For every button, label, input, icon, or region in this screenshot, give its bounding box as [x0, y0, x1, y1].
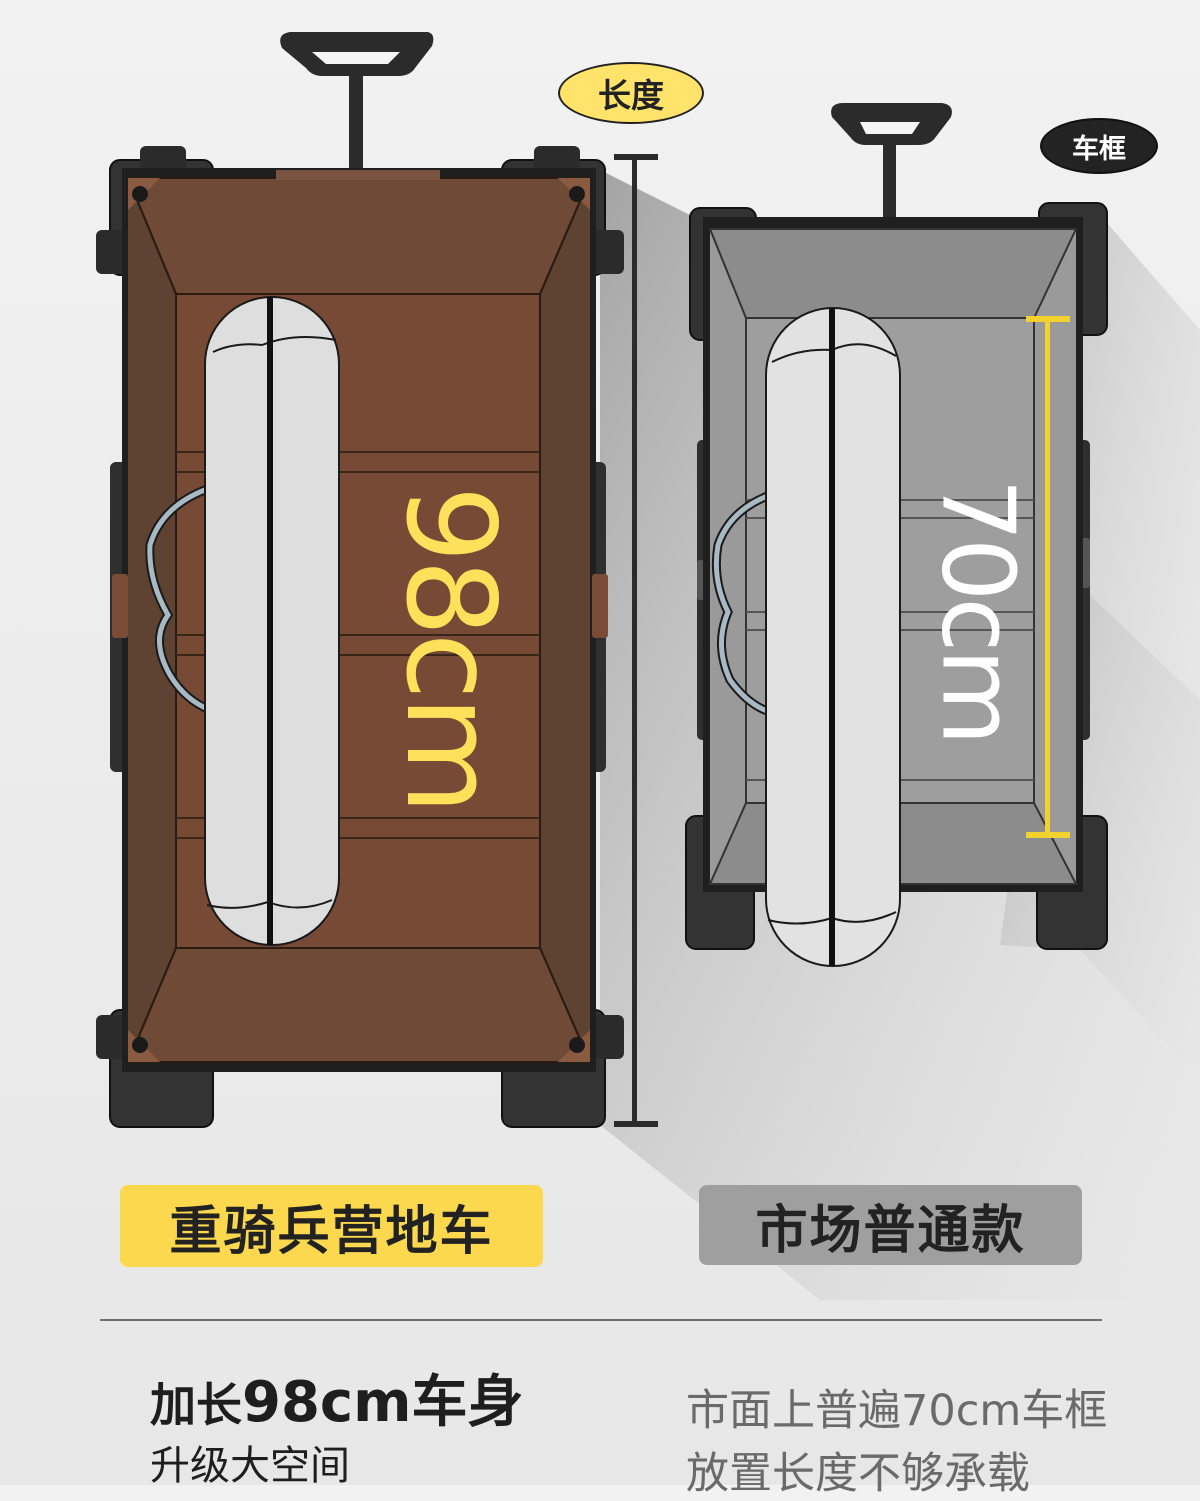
- headline-main: 98cm车身: [242, 1370, 524, 1435]
- headline-lead: 加长: [150, 1378, 242, 1432]
- product-caption-ours: 重骑兵营地车: [120, 1185, 543, 1267]
- frame-badge: 车框: [1040, 118, 1158, 174]
- market-description-line2: 放置长度不够承载: [686, 1449, 1030, 1499]
- market-description-line1: 市面上普遍70cm车框: [686, 1386, 1108, 1436]
- camping-wagon-brown-icon: [96, 32, 624, 1128]
- sleeping-bag-icon: [765, 307, 901, 967]
- frame-length-marker: [1026, 316, 1070, 838]
- length-badge: 长度: [558, 62, 704, 124]
- sleeping-bag-icon: [204, 296, 340, 946]
- length-marker: [614, 154, 658, 1127]
- ours-headline: 加长98cm车身: [150, 1368, 523, 1440]
- product-caption-market: 市场普通款: [699, 1185, 1082, 1265]
- ours-subline: 升级大空间: [150, 1443, 350, 1489]
- measurement-98cm: 98cm: [379, 485, 521, 810]
- divider: [100, 1319, 1102, 1321]
- measurement-70cm: 70cm: [920, 478, 1037, 742]
